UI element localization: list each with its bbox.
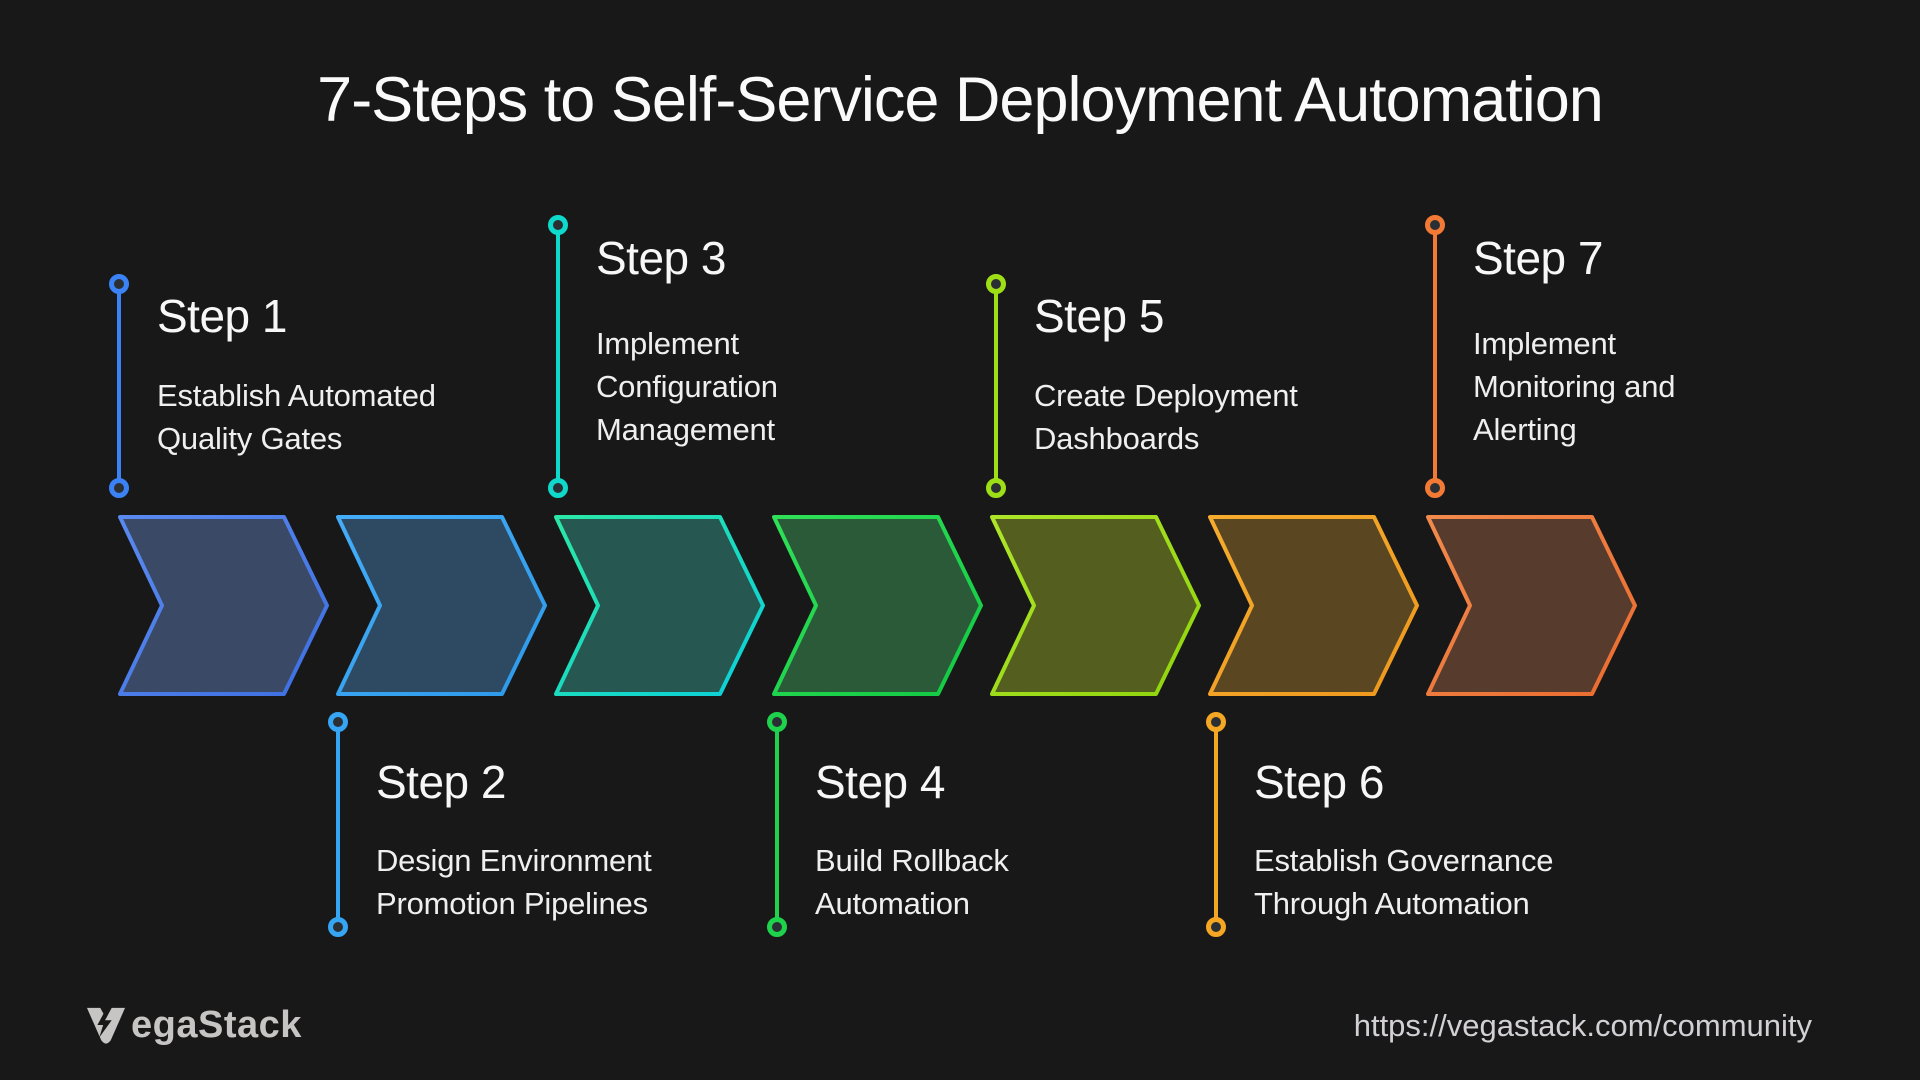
chevron-shape-step-1 [118,515,329,696]
step-6-description-line: Establish Governance [1254,843,1554,878]
chevron-shape-step-4 [772,515,983,696]
step-7-description-line: Alerting [1473,412,1577,447]
step-2-label: Step 2 [376,756,507,808]
step-1-end-dot [109,478,129,498]
step-1-connector-line [117,284,121,488]
step-4-description-line: Build Rollback [815,843,1009,878]
step-7-start-dot [1425,215,1445,235]
step-2-description-line: Design Environment [376,843,652,878]
step-2-start-dot [328,712,348,732]
chevron-shape-step-2 [336,515,547,696]
chevron-arrow-step-3 [554,515,765,696]
chevron-arrow-step-5 [990,515,1201,696]
chevron-shape-step-5 [990,515,1201,696]
step-4-connector-line [775,722,779,927]
step-5-label: Step 5 [1034,290,1165,342]
chevron-arrow-step-1 [118,515,329,696]
step-3-end-dot [548,478,568,498]
step-1-description-line: Quality Gates [157,421,343,456]
chevron-arrow-step-7 [1426,515,1637,696]
step-2-end-dot [328,917,348,937]
step-3-description-line: Implement [596,326,739,361]
step-5-description-line: Create Deployment [1034,378,1298,413]
step-7-end-dot [1425,478,1445,498]
brand-logo: egaStack [84,1004,302,1047]
chevron-arrow-step-4 [772,515,983,696]
step-5-start-dot [986,274,1006,294]
brand-wordmark: egaStack [131,1004,302,1046]
chevron-shape-step-6 [1208,515,1419,696]
step-2-connector-line [336,722,340,927]
community-url: https://vegastack.com/community [1353,1008,1812,1043]
step-7-description-line: Implement [1473,326,1616,361]
step-5-description-line: Dashboards [1034,421,1200,456]
step-6-connector-line [1214,722,1218,927]
step-4-description-line: Automation [815,886,970,921]
step-6-end-dot [1206,917,1226,937]
step-4-end-dot [767,917,787,937]
step-6-label: Step 6 [1254,756,1385,808]
step-5-end-dot [986,478,1006,498]
step-4-start-dot [767,712,787,732]
chevron-arrow-step-2 [336,515,547,696]
step-3-label: Step 3 [596,232,727,284]
chevron-arrow-step-6 [1208,515,1419,696]
v-lightning-bolt-icon [86,1007,126,1044]
step-3-connector-line [556,225,560,488]
step-1-label: Step 1 [157,290,288,342]
chevron-shape-step-7 [1426,515,1637,696]
step-6-description-line: Through Automation [1254,886,1530,921]
step-2-description-line: Promotion Pipelines [376,886,648,921]
step-3-description-line: Configuration [596,369,778,404]
page-title: 7-Steps to Self-Service Deployment Autom… [317,65,1604,135]
chevron-shape-step-3 [554,515,765,696]
step-6-start-dot [1206,712,1226,732]
step-1-start-dot [109,274,129,294]
step-1-description-line: Establish Automated [157,378,436,413]
step-7-connector-line [1433,225,1437,488]
step-3-description-line: Management [596,412,775,447]
step-7-description-line: Monitoring and [1473,369,1676,404]
step-5-connector-line [994,284,998,488]
step-4-label: Step 4 [815,756,946,808]
step-3-start-dot [548,215,568,235]
step-7-label: Step 7 [1473,232,1604,284]
